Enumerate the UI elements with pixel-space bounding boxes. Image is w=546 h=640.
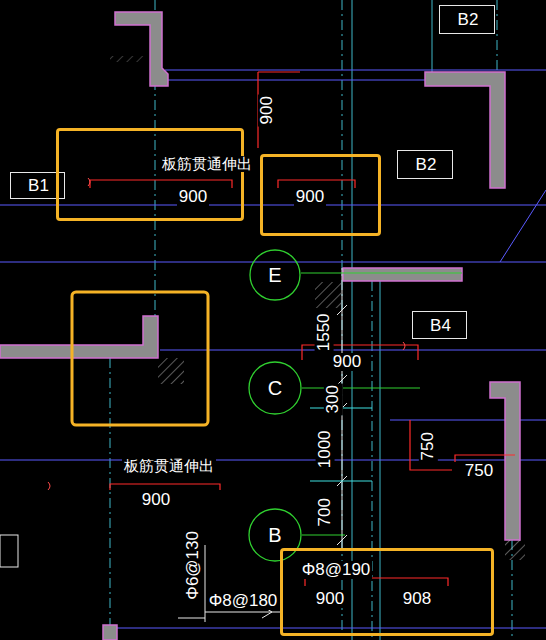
dimension-text: 700 [316, 496, 335, 528]
node-text: B2 [414, 156, 439, 175]
axis-bubble: B [248, 508, 302, 562]
axis-bubble: E [249, 249, 301, 301]
highlight-frame: 900 [260, 154, 381, 236]
axis-letter: B [266, 524, 283, 546]
dimension-text: 750 [463, 462, 495, 481]
dimension-text: 750 [419, 430, 438, 462]
node-text: 板筋贯通伸出 [160, 156, 254, 173]
slab-tag: B2 [439, 5, 495, 34]
node-text: 900 [314, 590, 346, 609]
node-text: B4 [428, 317, 453, 336]
node-text: Φ8@190 [300, 561, 373, 580]
axis-letter: E [266, 264, 283, 286]
highlight-frame: 板筋贯通伸出900 [56, 128, 244, 221]
dimension-text: 900 [140, 491, 172, 510]
dimension-text: Φ8@180 [207, 592, 280, 611]
axis-letter: C [266, 377, 284, 399]
axis-bubble: C [248, 361, 302, 415]
node-text: 900 [294, 188, 326, 207]
dimension-text: Φ6@130 [184, 529, 203, 602]
dimension-text: 300 [324, 383, 343, 415]
node-text: 900 [177, 188, 209, 207]
dimension-text: 900 [331, 353, 363, 372]
dimension-text: 900 [258, 94, 277, 126]
slab-tag: B4 [412, 311, 467, 339]
dimension-text: 1550 [315, 311, 334, 353]
highlight-frame: Φ8@190 900 908 [280, 548, 494, 636]
slab-tag: B2 [397, 150, 453, 179]
note-text: 板筋贯通伸出 [122, 458, 216, 475]
node-text: 908 [401, 590, 433, 609]
dimension-text: 1000 [316, 428, 335, 470]
node-text: B2 [456, 11, 481, 30]
node-text: B1 [26, 177, 51, 196]
